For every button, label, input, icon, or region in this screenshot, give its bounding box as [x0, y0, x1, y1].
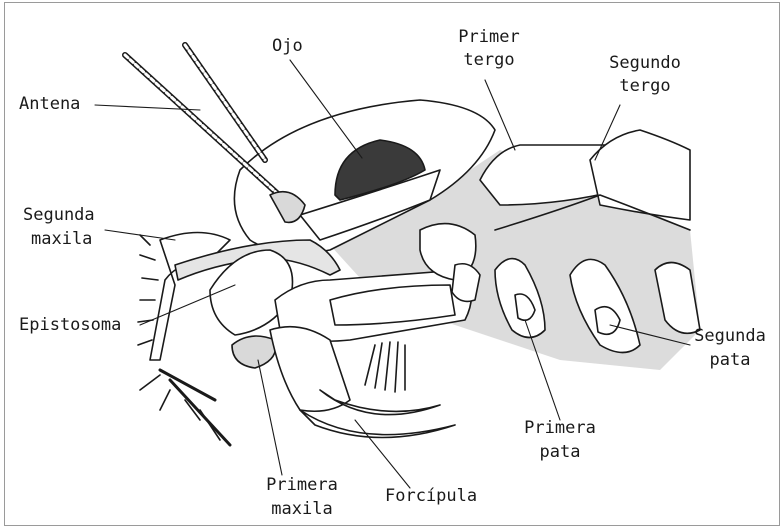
label-primera-maxila-line1: Primera — [252, 475, 352, 496]
label-primer-tergo-line1: Primer — [444, 27, 534, 48]
first-maxilla-lobe — [232, 336, 276, 368]
label-segunda-pata-line2: pata — [680, 350, 780, 371]
leader-primera-maxila — [258, 360, 282, 475]
label-segunda-maxila-line2: maxila — [31, 229, 92, 250]
coxa-2 — [452, 264, 480, 302]
forcipule-bristles — [365, 342, 405, 392]
label-primera-pata-line1: Primera — [510, 418, 610, 439]
label-forcipula: Forcípula — [385, 486, 477, 507]
second-maxilla-shaft — [160, 370, 230, 445]
label-antena: Antena — [19, 94, 80, 115]
label-segundo-tergo-line2: tergo — [590, 76, 700, 97]
label-segunda-maxila-line1: Segunda — [23, 205, 95, 226]
leader-segunda-maxila — [105, 230, 175, 240]
label-epistosoma: Epistosoma — [19, 315, 121, 336]
label-primera-pata-line2: pata — [510, 442, 610, 463]
leader-forcipula — [355, 420, 410, 488]
label-segunda-pata-line1: Segunda — [680, 326, 780, 347]
second-tergite — [590, 130, 690, 220]
label-primer-tergo-line2: tergo — [444, 50, 534, 71]
label-ojo: Ojo — [272, 36, 303, 57]
label-segundo-tergo-line1: Segundo — [590, 53, 700, 74]
label-primera-maxila-line2: maxila — [252, 499, 352, 520]
